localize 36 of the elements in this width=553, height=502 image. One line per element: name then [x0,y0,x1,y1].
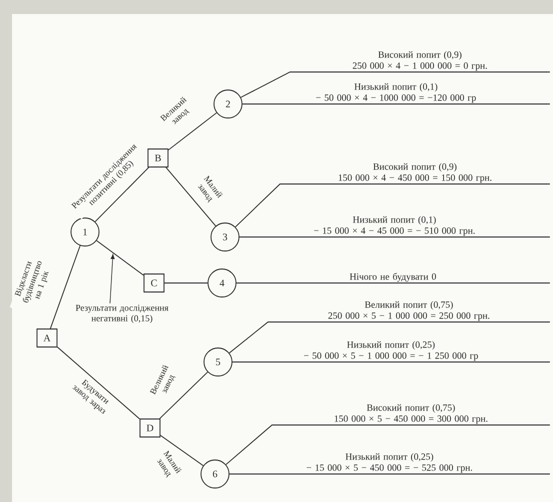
branch-line [228,322,550,354]
branch-line [234,184,550,228]
outcome-text: Великий попит (0,75) 250 000 × 5 − 1 000 000 = 250 000 грн. [328,301,490,321]
outcome-text: Низький попит (0,1) − 15 000 × 4 − 45 000 = − 510 000 грн. [314,216,475,236]
outcome-text: Низький попит (0,25) − 15 000 × 5 − 450 000 = − 525 000 грн. [306,453,472,473]
branch-line [159,372,208,419]
square-node: A [36,328,58,348]
branch-line [166,167,216,226]
square-node: D [140,418,160,438]
outcome-text: Низький попит (0,25) − 50 000 × 5 − 1 000 000 = − 1 250 000 гр [304,341,478,361]
outcome-text: Високий попит (0,9) 150 000 × 4 − 450 000 = 150 000 грн. [338,163,492,183]
branch-line [239,236,550,238]
circle-node: 2 [214,90,242,118]
callout-text: Результати дослідження негативні (0,15) [76,304,168,324]
branch-line [94,167,150,222]
square-node: C [144,274,164,292]
circle-node: 4 [208,268,236,298]
branch-line [168,112,218,150]
branch-line [50,245,81,329]
branch-line [226,424,550,466]
circle-node: 6 [200,460,230,488]
branch-line [57,346,140,420]
branch-line [160,434,204,466]
branch-line [164,282,208,284]
leader-arrow [110,254,115,304]
branch-line [236,282,550,284]
outcome-text: Нічого не будувати 0 [350,272,436,282]
outcome-text: Низький попит (0,1) − 50 000 × 4 − 1000 000 = −120 000 гр [316,83,476,103]
circle-node: 5 [204,348,232,376]
outcome-text: Високий попит (0,9) 250 000 × 4 − 1 000 000 = 0 грн. [352,51,487,71]
circle-node: 1 [70,218,100,246]
branch-line [240,72,550,98]
square-node: B [148,148,168,168]
outcome-text: Високий попит (0,75) 150 000 × 5 − 450 000 = 300 000 грн. [334,404,488,424]
branch-line [96,240,144,276]
circle-node: 3 [210,222,240,252]
